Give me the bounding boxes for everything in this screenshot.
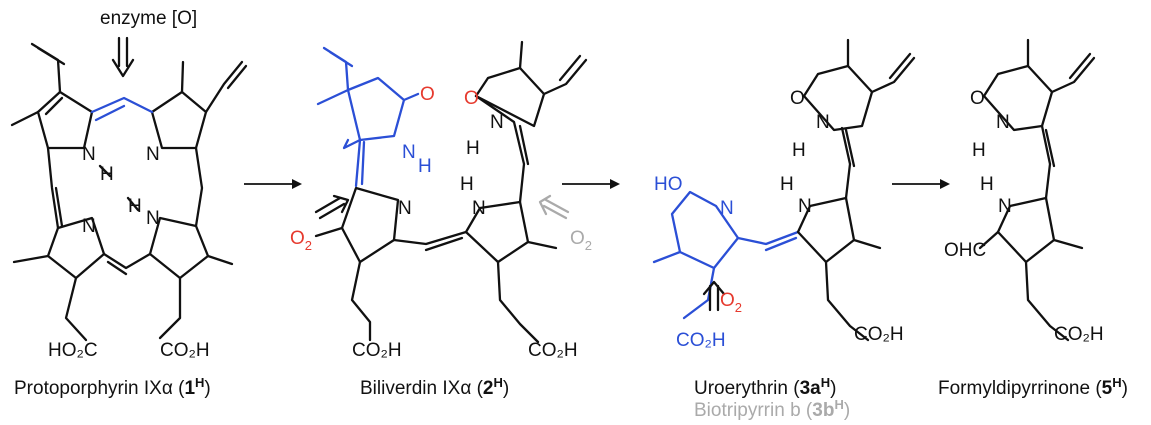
h-atom: H (792, 140, 806, 161)
h-atom: H (466, 138, 480, 159)
h-atom: H (972, 140, 986, 161)
reaction-arrow-2 (562, 179, 620, 189)
h-atom: H (460, 174, 474, 195)
oxygen-label: O2 (290, 228, 312, 253)
carboxylic-acid-label: CO₂H (1054, 324, 1104, 345)
oxygen-label: O2 (570, 228, 592, 253)
n-atom: N (146, 144, 160, 165)
reaction-arrow-1 (244, 179, 302, 189)
biliverdin-structure: O N H N N H O N H O2 O2 CO₂H CO₂H Bilive… (290, 40, 592, 400)
h-atom: H (418, 156, 432, 177)
caption-protoporphyrin: Protoporphyrin IXα (1H) (14, 375, 211, 400)
uroerythrin-structure: HO N CO₂H O2 N H O N H CO₂H Uroerythrin … (652, 38, 916, 422)
carboxylic-acid-label: CO₂H (352, 340, 402, 361)
caption-biliverdin: Biliverdin IXα (2H) (360, 375, 509, 400)
n-atom: N (402, 142, 416, 163)
oxidation-site-arrow (111, 36, 135, 78)
caption-biotripyrrin: Biotripyrrin b (3bH) (694, 397, 850, 422)
n-atom: N (146, 208, 160, 229)
n-atom: N (82, 216, 96, 237)
hydroxy-label: HO (654, 174, 683, 195)
n-atom: N (472, 198, 486, 219)
n-atom: N (490, 112, 504, 133)
carboxylic-acid-label: CO₂H (854, 324, 904, 345)
formyl-label: OHC (944, 240, 986, 261)
carboxylic-acid-label: CO₂H (160, 340, 210, 361)
carboxylic-acid-label: CO₂H (528, 340, 578, 361)
n-atom: N (996, 112, 1010, 133)
n-atom: N (720, 198, 734, 219)
o-atom: O (790, 88, 805, 109)
n-atom: N (998, 196, 1012, 217)
reaction-arrow-3 (892, 179, 950, 189)
protoporphyrin-structure: enzyme [O] N N N N H H (10, 8, 248, 400)
n-atom: N (798, 196, 812, 217)
o-atom: O (970, 88, 985, 109)
oxygen-label: O2 (720, 290, 742, 315)
n-atom: N (816, 112, 830, 133)
n-atom: N (398, 198, 412, 219)
n-atom: N (82, 144, 96, 165)
o-atom: O (420, 84, 435, 105)
carboxylic-acid-label: HO₂C (48, 340, 98, 361)
o-atom: O (464, 88, 479, 109)
caption-formyldipyrrinone: Formyldipyrrinone (5H) (938, 375, 1128, 400)
caption-uroerythrin: Uroerythrin (3aH) (694, 375, 836, 400)
h-atom: H (780, 174, 794, 195)
carboxylic-acid-label: CO₂H (676, 330, 726, 351)
reagent-label: enzyme [O] (100, 8, 197, 29)
formyldipyrrinone-structure: O N H N H OHC CO₂H Formyldipyrrinone (5H… (938, 38, 1128, 400)
h-atom: H (980, 174, 994, 195)
